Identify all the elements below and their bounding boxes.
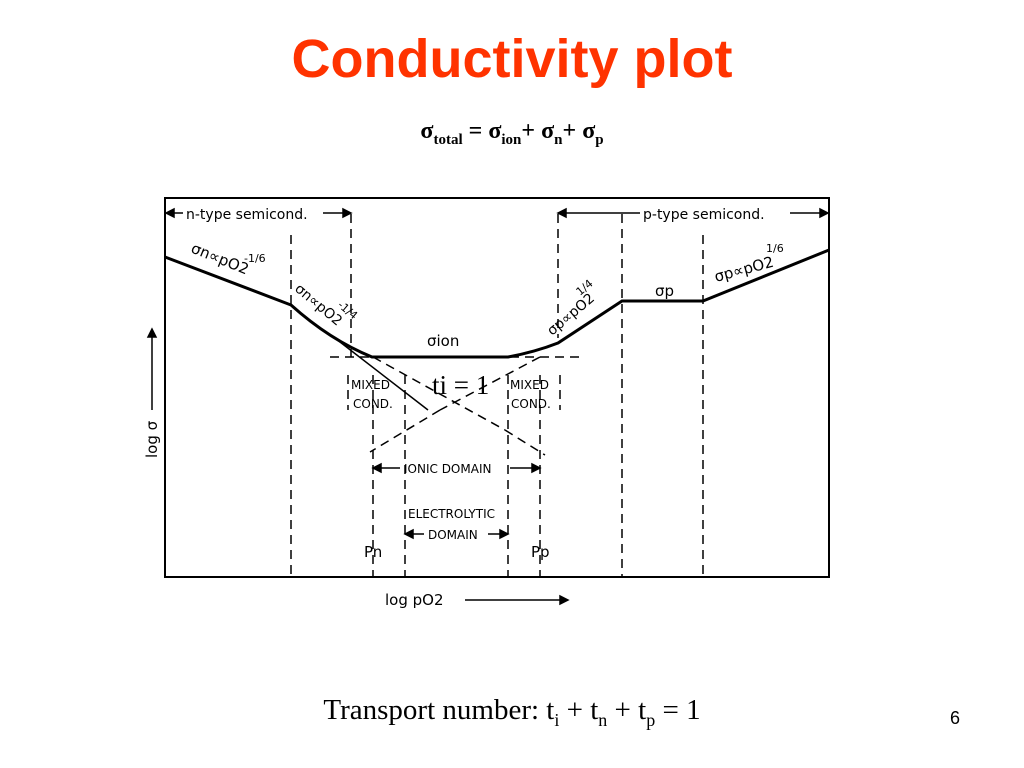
formula-sigma-total: σtotal bbox=[420, 118, 463, 148]
electrolytic-domain-arrow bbox=[403, 528, 510, 540]
y-axis-arrow bbox=[146, 327, 158, 410]
formula-sigma-ion: σion bbox=[488, 118, 522, 148]
mixed-cond-left-line1: MIXED bbox=[351, 378, 390, 392]
pp-label: Pp bbox=[531, 543, 550, 561]
conductivity-formula: σtotal = σion+ σn+ σp bbox=[420, 118, 604, 148]
n-type-span-arrow bbox=[164, 207, 353, 219]
mixed-cond-left-line2: COND. bbox=[353, 397, 393, 411]
sigma-p-quarter-label: σp∝pO2 bbox=[544, 290, 598, 339]
slide-title: Conductivity plot bbox=[291, 29, 733, 89]
transport-number-equation: Transport number: ti + tn + tp = 1 bbox=[323, 694, 701, 730]
formula-sigma-p: σp bbox=[582, 118, 604, 148]
p-type-label: p-type semicond. bbox=[643, 207, 765, 223]
n-slope-extension bbox=[339, 341, 429, 411]
domain-boundaries bbox=[290, 214, 704, 577]
sigma-n-sixth-label: σn∝pO2 bbox=[189, 239, 252, 278]
exp-neg-sixth-label: -1/6 bbox=[244, 252, 266, 265]
electrolytic-domain-line2: DOMAIN bbox=[428, 528, 478, 542]
plot-frame bbox=[164, 197, 830, 578]
ionic-domain-arrow bbox=[371, 462, 542, 474]
ionic-domain-label: IONIC DOMAIN bbox=[404, 462, 491, 476]
exp-pos-quarter-label: 1/4 bbox=[574, 277, 596, 298]
page-number: 6 bbox=[950, 708, 961, 728]
exp-pos-sixth-label: 1/6 bbox=[766, 242, 784, 255]
conductivity-curve bbox=[164, 248, 830, 359]
ti-equals-one-label: ti = 1 bbox=[432, 370, 489, 400]
p-type-span-arrow bbox=[556, 207, 830, 219]
n-type-label: n-type semicond. bbox=[186, 207, 308, 223]
pn-label: Pn bbox=[364, 543, 382, 561]
sigma-p-sixth-label: σp∝pO2 bbox=[712, 253, 775, 286]
sigma-ion-label: σion bbox=[427, 332, 459, 350]
mixed-cond-right-line2: COND. bbox=[511, 397, 551, 411]
mixed-cond-right-line1: MIXED bbox=[510, 378, 549, 392]
x-axis-label: log pO2 bbox=[385, 591, 444, 609]
electrolytic-domain-line1: ELECTROLYTIC bbox=[408, 507, 495, 521]
x-axis-arrow bbox=[465, 594, 570, 606]
y-axis-label: log σ bbox=[143, 420, 161, 458]
formula-sigma-n: σn bbox=[541, 118, 563, 148]
sigma-p-label: σp bbox=[655, 282, 674, 300]
